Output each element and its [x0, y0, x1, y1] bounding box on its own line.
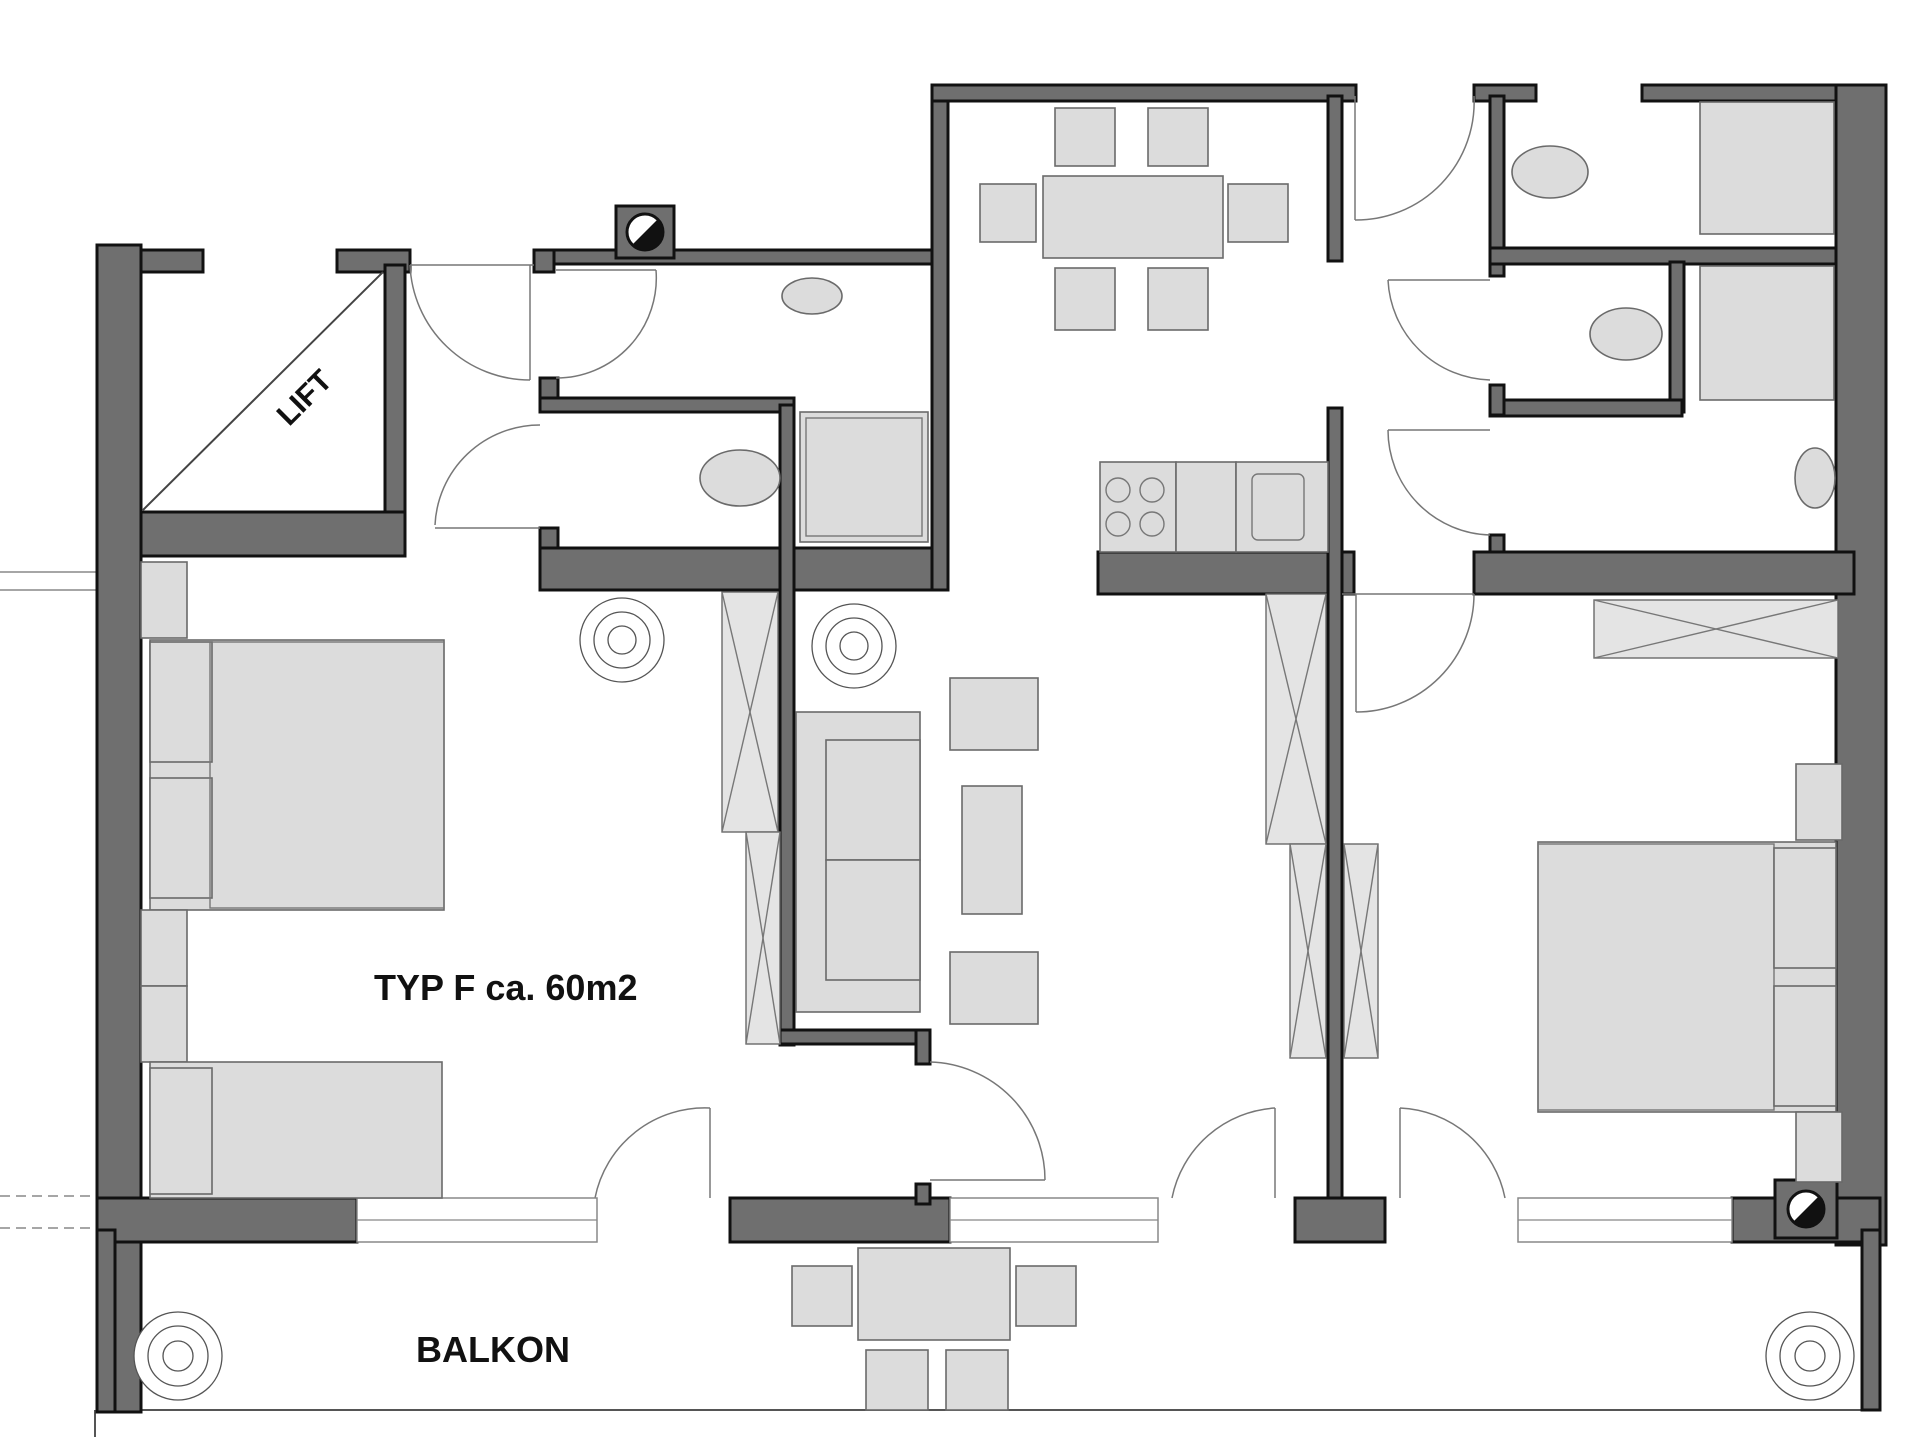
wall-bath-top	[532, 248, 936, 266]
wall-bottom-left	[95, 1196, 359, 1244]
coffee-table	[961, 785, 1023, 915]
walls	[95, 83, 1888, 1414]
doors	[409, 95, 1506, 1199]
balcony-label: BALKON	[416, 1329, 570, 1370]
furniture	[140, 101, 1843, 1411]
wall-bath-top-stub	[532, 248, 556, 274]
wall-bath2-left	[1488, 94, 1506, 278]
shower-tray	[799, 411, 929, 543]
plant-icon	[1765, 1311, 1855, 1401]
windows	[356, 1197, 1733, 1243]
dining-set-top	[979, 107, 1289, 331]
wall-balcony-right	[1860, 1228, 1882, 1412]
wardrobe-mid	[1265, 593, 1379, 1059]
wall-bedroom2-top	[1472, 550, 1856, 596]
wall-dining-right	[1326, 94, 1344, 263]
side-table-bottom	[949, 951, 1039, 1025]
wall-bath3-bottom	[1488, 398, 1684, 418]
plant-icon	[579, 597, 665, 683]
wall-bath-right	[930, 90, 950, 592]
wardrobe-left	[721, 591, 781, 1045]
wall-kitchen-divider	[1326, 406, 1344, 1206]
wall-bath3-divider	[1668, 260, 1686, 414]
vent-shaft-bottom	[1773, 1178, 1839, 1240]
kitchen	[1099, 461, 1329, 553]
wall-lift-bottom	[139, 510, 407, 558]
wall-bath3-left-stub	[1488, 383, 1506, 417]
single-bed-left	[140, 985, 443, 1199]
toilet-icon-3	[1589, 307, 1663, 361]
double-bed-left	[140, 561, 445, 987]
toilet-icon	[699, 449, 781, 507]
plant-icon	[133, 1311, 223, 1401]
kitchen-sink-icon	[1235, 461, 1329, 553]
sofa	[795, 711, 921, 1013]
toilet-icon-2	[1511, 145, 1589, 199]
plant-icon	[811, 603, 897, 689]
wall-balcony-left	[95, 1228, 117, 1414]
balcony-dining-set	[791, 1247, 1077, 1411]
wall-wc-top	[538, 396, 796, 414]
wall-bath2-mid	[1488, 246, 1840, 266]
wardrobe-right	[1593, 599, 1839, 659]
wall-partition-living	[778, 403, 796, 1047]
wall-right-exterior	[1834, 83, 1888, 1247]
shower-tray-3	[1699, 265, 1835, 401]
wall-bath-bottom	[538, 546, 948, 592]
wall-bottom-mid-stub	[914, 1182, 932, 1206]
sink-icon-2	[1794, 447, 1836, 509]
vent-shaft-top	[614, 204, 676, 260]
sink-icon	[781, 277, 843, 315]
side-table-top	[949, 677, 1039, 751]
wall-partition-stub	[914, 1028, 932, 1066]
plants	[133, 597, 1855, 1401]
unit-type-label: TYP F ca. 60m2	[374, 967, 637, 1008]
lift-shaft: LIFT	[142, 271, 384, 511]
double-bed-right	[1537, 763, 1843, 1183]
wall-kitchen-base	[1096, 550, 1356, 596]
shower-tray-2	[1699, 101, 1835, 235]
wall-lift-top-left	[139, 248, 205, 274]
wall-dining-top	[930, 83, 1358, 103]
wall-bottom-pillar	[1293, 1196, 1387, 1244]
wall-partition-jog	[778, 1028, 932, 1046]
